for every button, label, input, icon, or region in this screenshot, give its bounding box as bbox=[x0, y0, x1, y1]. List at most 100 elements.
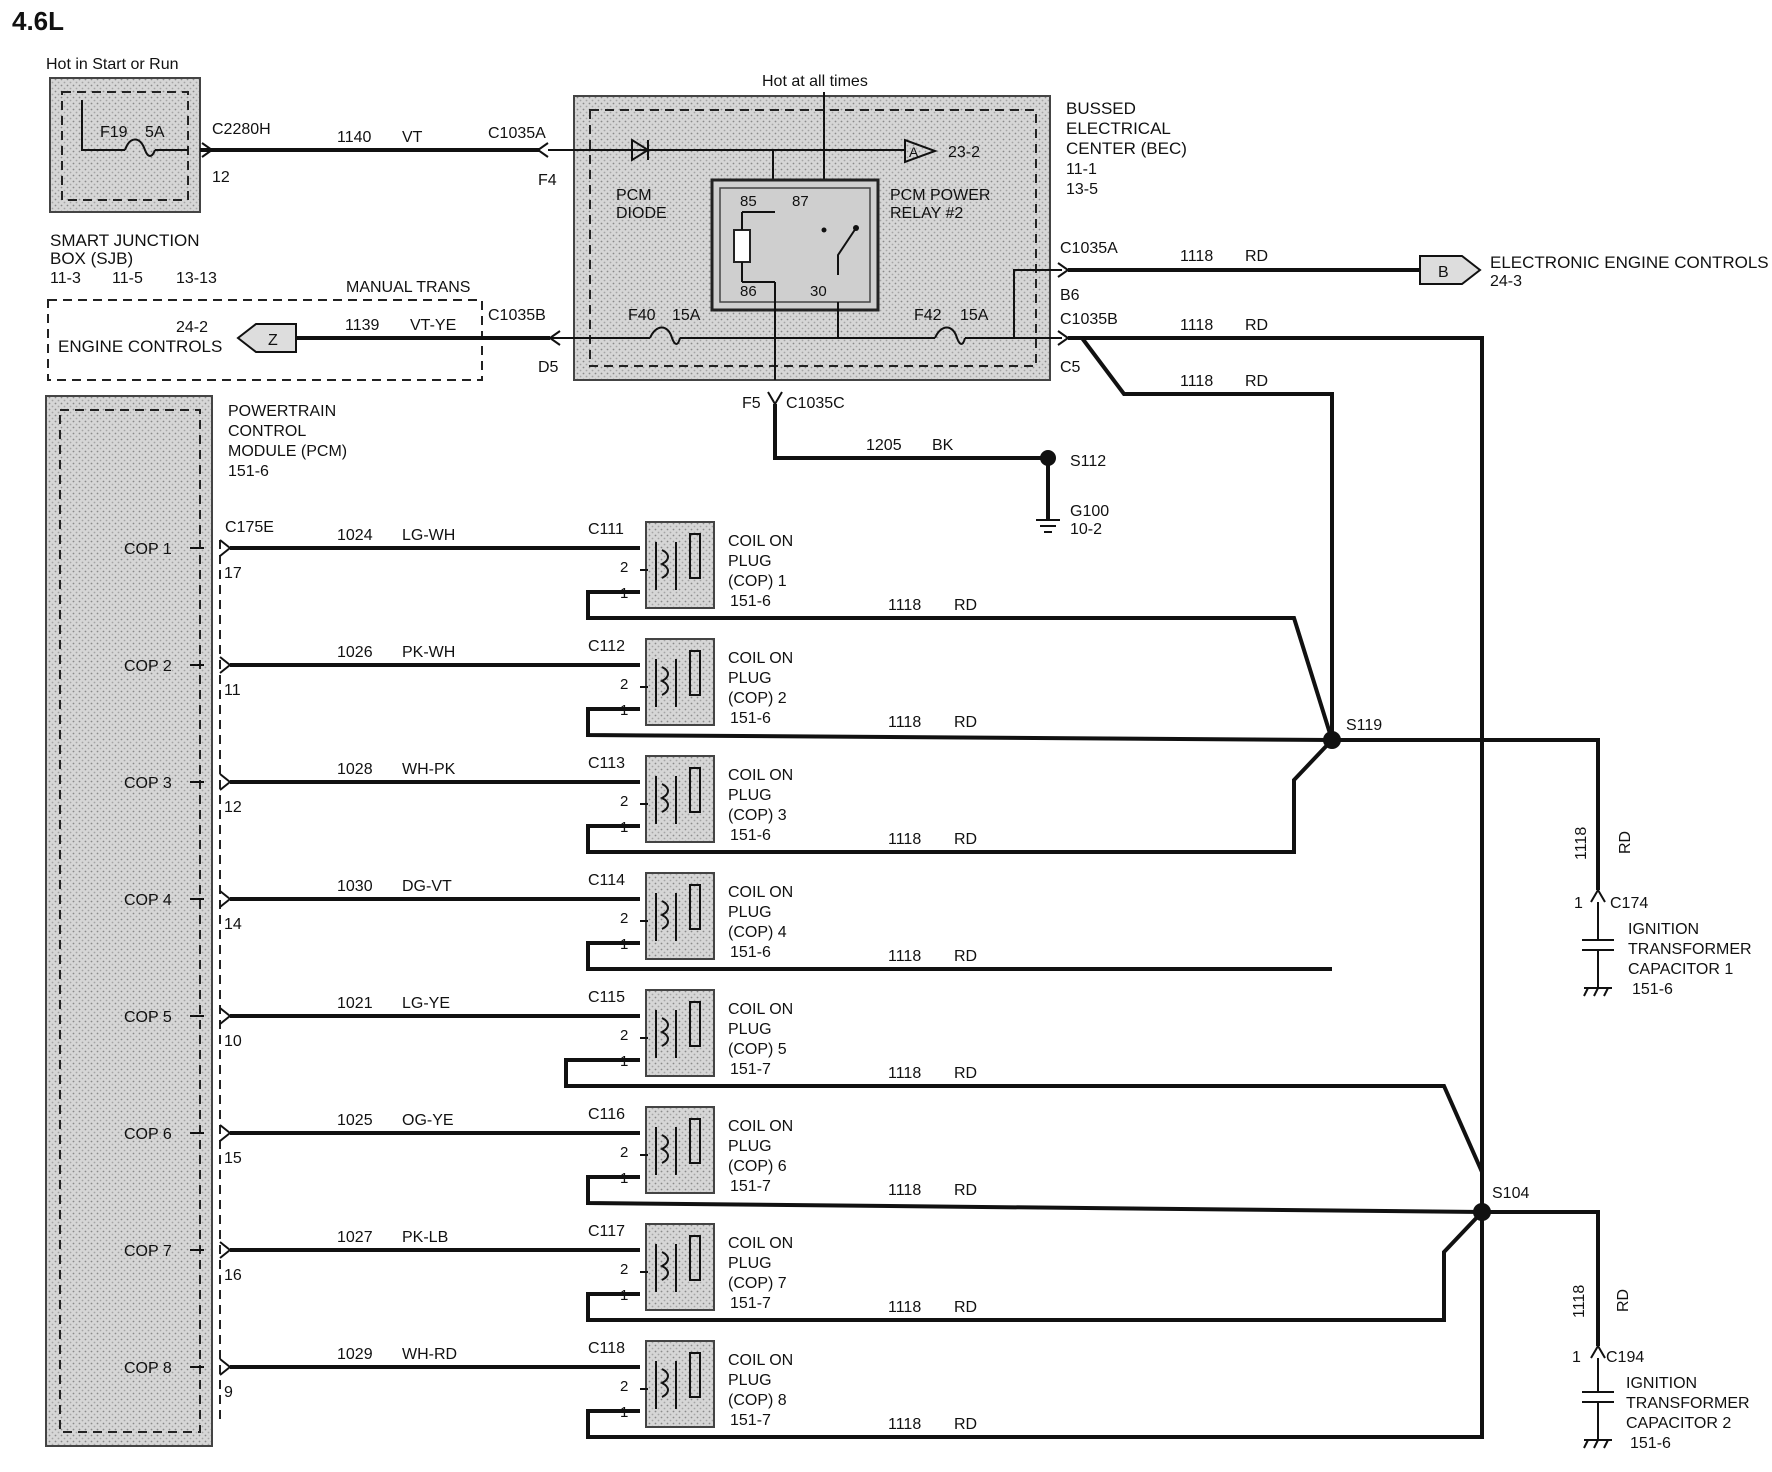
bec-pin-in-label: F4 bbox=[538, 172, 557, 189]
coil-5-name-line1: COIL ON bbox=[728, 1001, 793, 1018]
eec-wire-circuit: 1118 bbox=[1180, 248, 1213, 265]
pcm-diode-icon bbox=[631, 138, 650, 162]
coil-4-winding-icon bbox=[655, 884, 701, 941]
fuse-f40-icon bbox=[649, 326, 681, 345]
coil-8-name-line2: PLUG bbox=[728, 1372, 772, 1389]
capacitor-2: 1118 RD 1 C194 IGNITION TRANSFORMER CAPA… bbox=[1571, 1285, 1750, 1452]
wire-6-circuit: 1025 bbox=[337, 1112, 373, 1129]
pin-c5-label: C5 bbox=[1060, 359, 1081, 376]
conn-b6-label: C1035A bbox=[1060, 240, 1118, 257]
wire-1205-color: BK bbox=[932, 437, 954, 454]
coil-6-winding-icon bbox=[655, 1118, 701, 1175]
wire-5-color: LG-YE bbox=[402, 995, 450, 1012]
coil-4-body bbox=[645, 872, 715, 960]
coil-6-return-wire bbox=[586, 1175, 1483, 1214]
fuse-f19-label: F19 bbox=[100, 124, 128, 141]
coil-7-winding-icon bbox=[655, 1235, 701, 1292]
coil-2-return-color: RD bbox=[954, 714, 977, 731]
coil-6-connector: C116 bbox=[588, 1106, 625, 1123]
bec-ref-2: 13-5 bbox=[1066, 181, 1098, 198]
fuse-f42-icon bbox=[934, 326, 966, 345]
bec-ref-1: 11-1 bbox=[1066, 161, 1097, 178]
pcm-power-relay bbox=[710, 178, 880, 312]
cap2-pin: 1 bbox=[1572, 1349, 1581, 1366]
coil-5-body bbox=[645, 989, 715, 1077]
cap1-connector: C174 bbox=[1610, 895, 1648, 912]
wire-3-color: WH-PK bbox=[402, 761, 456, 778]
manual-trans-label: MANUAL TRANS bbox=[346, 279, 470, 296]
bec-name-line2: ELECTRICAL bbox=[1066, 119, 1171, 138]
wire-1-circuit: 1024 bbox=[337, 527, 373, 544]
relay-pin-87: 87 bbox=[792, 193, 809, 210]
coil-8-name-line1: COIL ON bbox=[728, 1352, 793, 1369]
relay-ref-triangle-icon bbox=[904, 138, 938, 164]
pcm-cop-1-label: COP 1 bbox=[124, 541, 172, 558]
relay-pin-85: 85 bbox=[740, 193, 757, 210]
sjb-connector-label: C2280H bbox=[212, 121, 271, 138]
wire-1140-circuit: 1140 bbox=[337, 129, 372, 146]
sjb-ref-2: 11-5 bbox=[112, 270, 143, 287]
coil-5-pin-2: 2 bbox=[620, 1027, 628, 1044]
coil-5-return-circuit: 1118 bbox=[888, 1065, 921, 1082]
coil-6-return-color: RD bbox=[954, 1182, 977, 1199]
sjb-name-line1: SMART JUNCTION bbox=[50, 231, 200, 250]
coil-5-name-line2: PLUG bbox=[728, 1021, 772, 1038]
coil-4-return-color: RD bbox=[954, 948, 977, 965]
coil-1-name-line2: PLUG bbox=[728, 553, 772, 570]
coil-6-pin-2: 2 bbox=[620, 1144, 628, 1161]
coil-5-return-wire bbox=[564, 1058, 1484, 1212]
pcm-cop-6-pin: 15 bbox=[224, 1150, 242, 1167]
coil-4-return-circuit: 1118 bbox=[888, 948, 921, 965]
engine-controls-label: ENGINE CONTROLS bbox=[58, 337, 222, 356]
eec-ref: 24-3 bbox=[1490, 273, 1522, 290]
splice-s112 bbox=[1040, 450, 1056, 466]
wire-8-circuit: 1029 bbox=[337, 1346, 373, 1363]
sjb-ref-3: 13-13 bbox=[176, 270, 217, 287]
coil-3-pin-2: 2 bbox=[620, 793, 628, 810]
pcm-name-line3: MODULE (PCM) bbox=[228, 443, 347, 460]
cap1-ref: 151-6 bbox=[1632, 981, 1673, 998]
wire-1118-c5-b bbox=[1080, 336, 1334, 740]
engine-controls-connector-icon bbox=[236, 323, 297, 353]
eec-connector-icon bbox=[1419, 255, 1482, 285]
splice-s112-label: S112 bbox=[1070, 453, 1106, 470]
coil-7-return-wire bbox=[586, 1210, 1484, 1322]
pin-f5-label: F5 bbox=[742, 395, 761, 412]
fuse-f42-label: F42 bbox=[914, 307, 942, 324]
splice-s119 bbox=[1323, 731, 1341, 749]
pcm-cop-6-label: COP 6 bbox=[124, 1126, 172, 1143]
eec-connector-letter: B bbox=[1438, 264, 1449, 281]
cap1-circuit: 1118 bbox=[1573, 827, 1590, 860]
coil-5-winding-icon bbox=[655, 1001, 701, 1058]
cap1-color: RD bbox=[1617, 831, 1634, 854]
coil-7-return-circuit: 1118 bbox=[888, 1299, 921, 1316]
coil-2-ref: 151-6 bbox=[730, 710, 771, 727]
coil-8-ref: 151-7 bbox=[730, 1412, 771, 1429]
c5-wire-b-circuit: 1118 bbox=[1180, 373, 1213, 390]
coil-2-body bbox=[645, 638, 715, 726]
coil-3-name-line3: (COP) 3 bbox=[728, 807, 787, 824]
cap2-name-line1: IGNITION bbox=[1626, 1375, 1697, 1392]
fuse-f19-rating: 5A bbox=[145, 124, 165, 141]
engine-controls-ref: 24-2 bbox=[176, 319, 208, 336]
coil-1-ref: 151-6 bbox=[730, 593, 771, 610]
coil-7-return-color: RD bbox=[954, 1299, 977, 1316]
splice-s104 bbox=[1473, 1203, 1491, 1221]
coil-5-name-line3: (COP) 5 bbox=[728, 1041, 787, 1058]
c5-wire-a-color: RD bbox=[1245, 317, 1268, 334]
coil-6-name-line3: (COP) 6 bbox=[728, 1158, 787, 1175]
pcm-cop-3-pin: 12 bbox=[224, 799, 242, 816]
coil-3-winding-icon bbox=[655, 767, 701, 824]
coil-5-ref: 151-7 bbox=[730, 1061, 771, 1078]
pcm-cop-8-label: COP 8 bbox=[124, 1360, 172, 1377]
pcm-connector-label: C175E bbox=[225, 519, 274, 536]
coil-8-return-color: RD bbox=[954, 1416, 977, 1433]
pcm-cop-5-label: COP 5 bbox=[124, 1009, 172, 1026]
coil-7-connector: C117 bbox=[588, 1223, 625, 1240]
relay-coil-icon bbox=[733, 229, 751, 263]
coil-4-connector: C114 bbox=[588, 872, 625, 889]
pcm-cop-1-pin: 17 bbox=[224, 565, 242, 582]
